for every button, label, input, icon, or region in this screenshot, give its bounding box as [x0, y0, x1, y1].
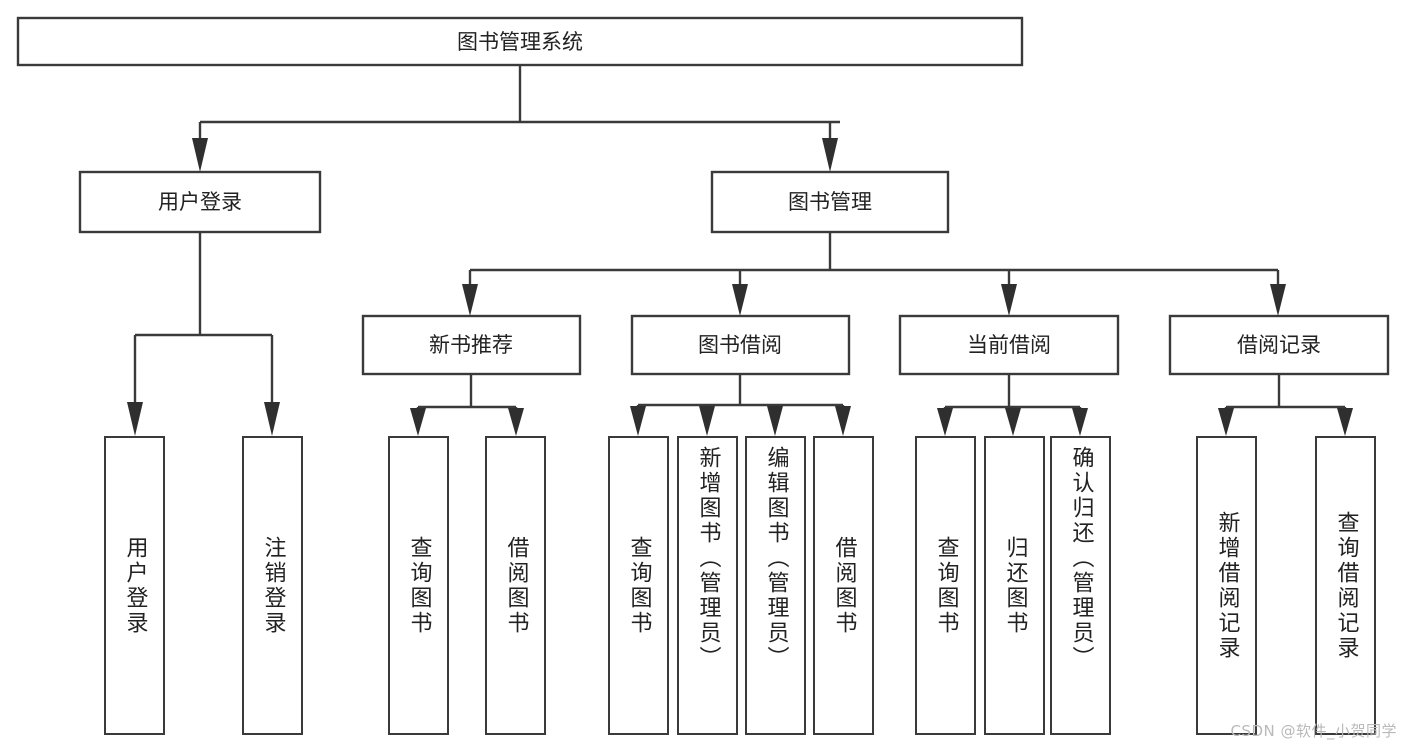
node-current-borrow-box — [898, 314, 1120, 376]
arrow-head-book-mgmt — [822, 138, 838, 172]
node-book-borrow-label: 图书借阅 — [698, 333, 782, 357]
leaf-cb-confirm-return-admin[interactable]: 确认归还（管理员） — [1050, 436, 1111, 735]
arrow-head-leaf-user-login — [127, 402, 143, 436]
leaf-br-add-record-label: 新增借阅记录 — [1214, 510, 1240, 661]
arrow-head-book-borrow — [732, 284, 748, 316]
leaf-bb-borrow-book-label: 借阅图书 — [831, 535, 857, 636]
node-book-management[interactable]: 图书管理 — [710, 170, 950, 234]
arrow-head-cb-return-book — [1005, 408, 1021, 436]
node-new-book-recommend[interactable]: 新书推荐 — [361, 314, 582, 376]
leaf-br-query-record[interactable]: 查询借阅记录 — [1315, 436, 1376, 735]
leaf-user-login[interactable]: 用户登录 — [104, 436, 165, 735]
arrow-head-bb-edit-book — [767, 406, 783, 436]
leaf-cb-query-book-label: 查询图书 — [933, 535, 959, 636]
node-borrow-record[interactable]: 借阅记录 — [1168, 314, 1390, 376]
arrow-head-br-add-record — [1218, 408, 1234, 436]
node-new-book-recommend-label: 新书推荐 — [429, 333, 513, 357]
leaf-bb-query-book-label: 查询图书 — [626, 535, 652, 636]
connector-group-current-borrow — [937, 374, 1088, 436]
leaf-cb-query-book[interactable]: 查询图书 — [915, 436, 976, 735]
node-root-system[interactable]: 图书管理系统 — [16, 16, 1024, 67]
leaf-br-add-record[interactable]: 新增借阅记录 — [1196, 436, 1257, 735]
leaf-br-query-record-label: 查询借阅记录 — [1333, 510, 1359, 661]
node-root-system-label: 图书管理系统 — [457, 30, 583, 54]
leaf-nbr-borrow-book-label: 借阅图书 — [503, 535, 529, 636]
leaf-bb-edit-book-admin-label: 编辑图书（管理员） — [763, 446, 789, 671]
arrow-head-nbr-borrow-book — [508, 408, 524, 436]
arrow-head-borrow-record — [1270, 284, 1286, 316]
leaf-logout[interactable]: 注销登录 — [242, 436, 303, 735]
leaf-bb-borrow-book[interactable]: 借阅图书 — [813, 436, 874, 735]
node-new-book-recommend-box — [361, 314, 582, 376]
node-root-system-box — [16, 16, 1024, 67]
leaf-cb-return-book[interactable]: 归还图书 — [984, 436, 1045, 735]
leaf-logout-label: 注销登录 — [260, 535, 286, 636]
leaf-bb-query-book[interactable]: 查询图书 — [608, 436, 669, 735]
node-borrow-record-box — [1168, 314, 1390, 376]
arrow-head-new-book-rec — [462, 284, 478, 316]
node-user-login[interactable]: 用户登录 — [78, 170, 322, 234]
node-book-management-box — [710, 170, 950, 234]
node-book-borrow-box — [630, 314, 851, 376]
connector-group-book-mgmt — [462, 232, 1286, 316]
connector-group-borrow-record — [1218, 374, 1353, 436]
connector-group-user-login — [127, 232, 280, 436]
arrow-head-user-login — [192, 138, 208, 172]
arrow-head-current-borrow — [1001, 284, 1017, 316]
arrow-head-bb-add-book — [699, 406, 715, 436]
node-book-borrow[interactable]: 图书借阅 — [630, 314, 851, 376]
arrow-head-cb-query-book — [937, 408, 953, 436]
node-borrow-record-label: 借阅记录 — [1237, 333, 1321, 357]
leaf-nbr-query-book[interactable]: 查询图书 — [388, 436, 449, 735]
arrow-head-leaf-logout — [264, 402, 280, 436]
leaf-bb-add-book-admin[interactable]: 新增图书（管理员） — [677, 436, 738, 735]
connector-group-new-book-rec — [410, 374, 524, 436]
arrow-head-cb-confirm-return — [1072, 408, 1088, 436]
node-user-login-box — [78, 170, 322, 234]
leaf-cb-return-book-label: 归还图书 — [1002, 535, 1028, 636]
arrow-head-bb-query-book — [630, 406, 646, 436]
leaf-nbr-query-book-label: 查询图书 — [406, 535, 432, 636]
connector-group-book-borrow — [630, 374, 851, 436]
leaf-user-login-label: 用户登录 — [122, 535, 148, 636]
watermark-credit: CSDN @软件_小贺同学 — [1230, 722, 1397, 740]
arrow-head-nbr-query-book — [410, 408, 426, 436]
connector-group-root — [192, 65, 840, 172]
arrow-head-br-query-record — [1337, 408, 1353, 436]
leaf-bb-edit-book-admin[interactable]: 编辑图书（管理员） — [745, 436, 806, 735]
node-current-borrow-label: 当前借阅 — [967, 333, 1051, 357]
leaf-bb-add-book-admin-label: 新增图书（管理员） — [695, 446, 721, 671]
arrow-head-bb-borrow-book — [835, 406, 851, 436]
node-current-borrow[interactable]: 当前借阅 — [898, 314, 1120, 376]
leaf-cb-confirm-return-admin-label: 确认归还（管理员） — [1068, 446, 1094, 671]
leaf-nbr-borrow-book[interactable]: 借阅图书 — [485, 436, 546, 735]
node-book-management-label: 图书管理 — [788, 190, 872, 214]
node-user-login-label: 用户登录 — [158, 190, 242, 214]
